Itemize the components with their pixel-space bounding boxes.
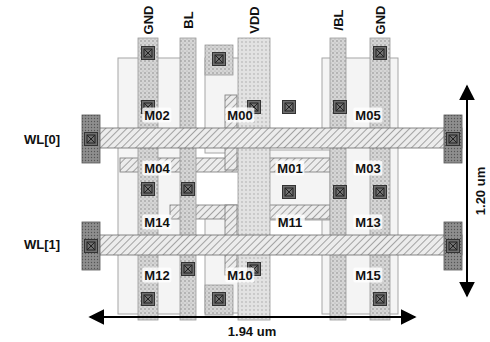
signal-name: WL[0] — [22, 132, 62, 147]
transistor-label: M15 — [353, 268, 382, 283]
transistor-label: M12 — [142, 268, 171, 283]
transistor-label: M00 — [225, 108, 254, 123]
signal-name: /BL — [331, 8, 346, 33]
transistor-label: M03 — [353, 161, 382, 176]
transistor-label: M10 — [225, 268, 254, 283]
supply-name: VDD — [247, 4, 262, 35]
transistor-label: M11 — [276, 215, 305, 230]
dimension-arrow — [90, 316, 415, 318]
transistor-label: M01 — [275, 161, 304, 176]
transistor-label: M02 — [142, 108, 171, 123]
transistor-label: M13 — [353, 215, 382, 230]
dimension-arrow — [466, 86, 468, 296]
transistor-label: M14 — [142, 215, 171, 230]
signal-name: WL[1] — [22, 237, 62, 252]
transistor-label: M05 — [353, 108, 382, 123]
dimension: 1.20 um — [473, 165, 488, 217]
supply-name: GND — [373, 4, 388, 37]
transistor-label: M04 — [142, 161, 171, 176]
signal-name: BL — [181, 9, 196, 30]
dimension: 1.94 um — [226, 324, 278, 339]
supply-name: GND — [141, 4, 156, 37]
